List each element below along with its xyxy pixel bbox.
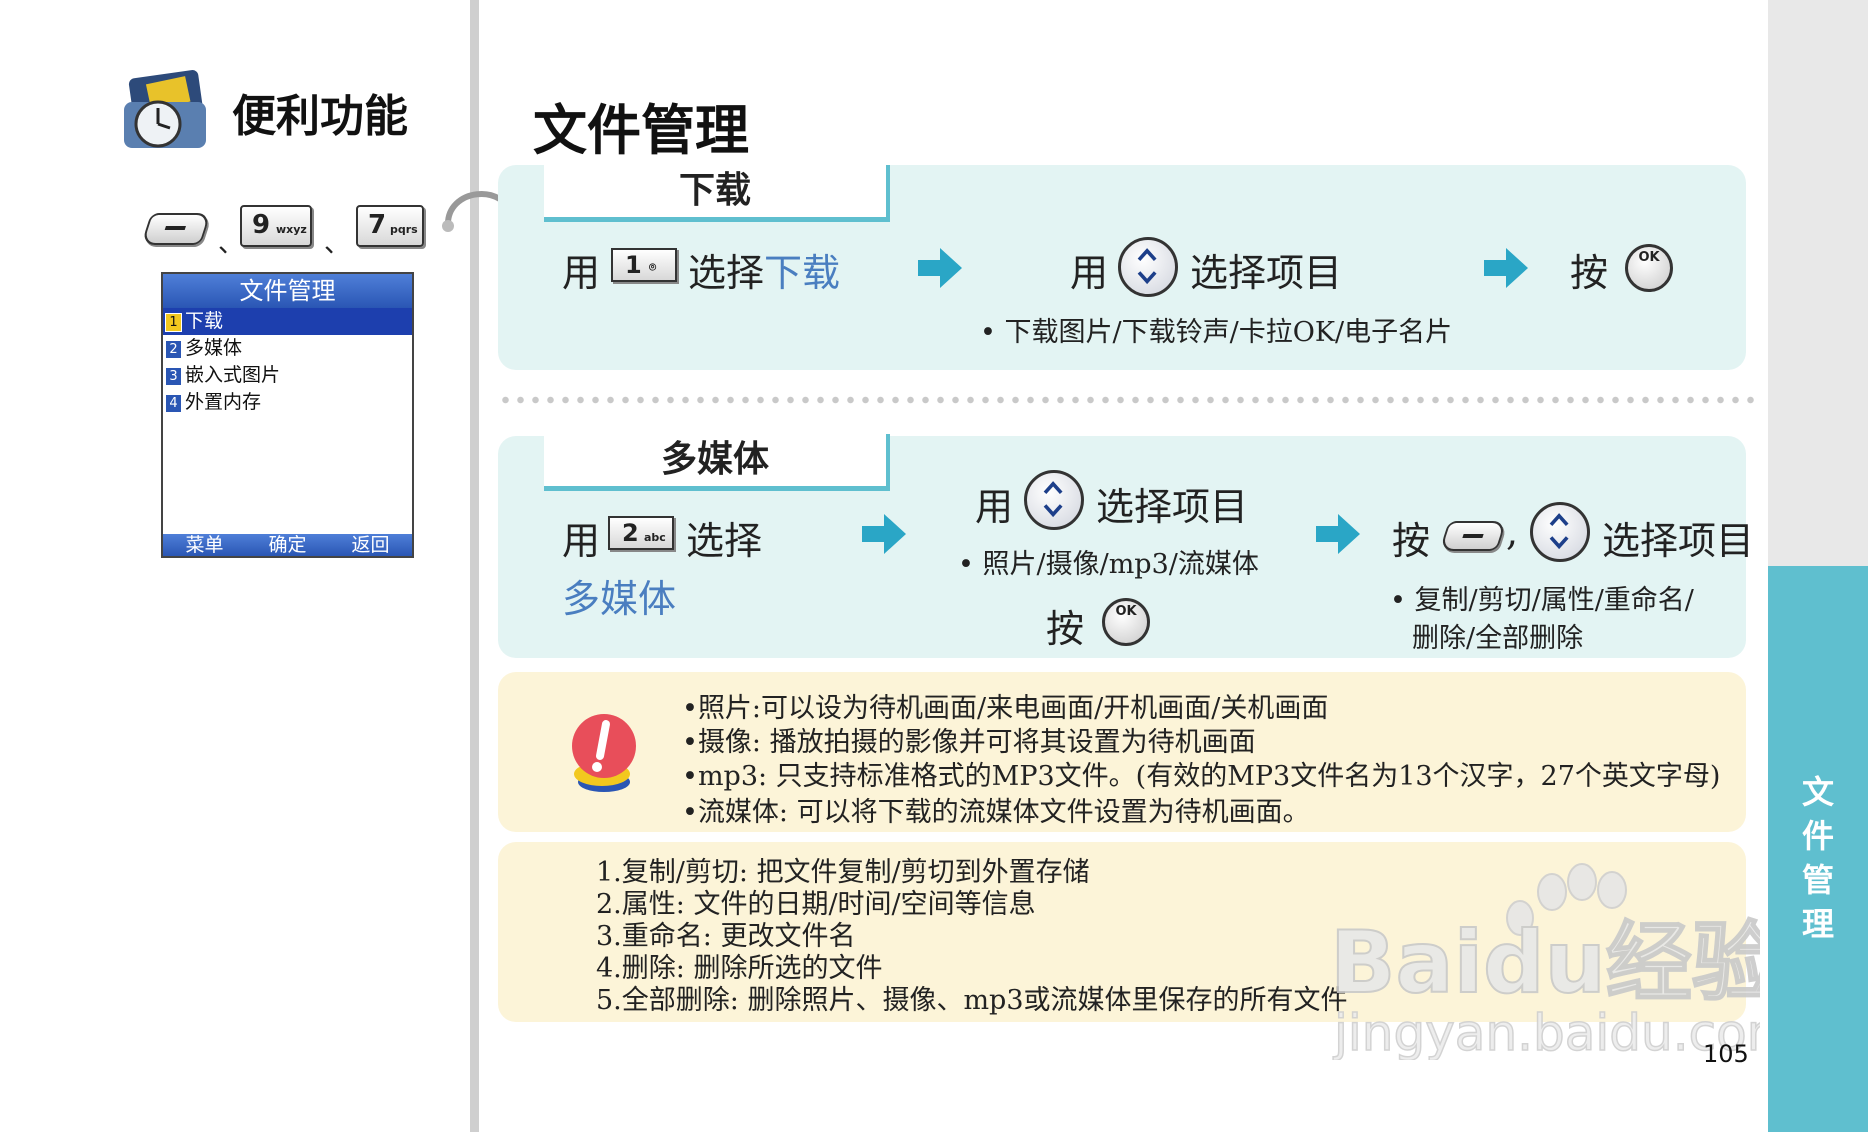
download-options-note: • 下载图片/下载铃声/卡拉OK/电子名片 (980, 317, 1453, 348)
arrow-right-icon (1316, 514, 1360, 554)
column-divider (470, 0, 479, 1132)
page-number: 105 (1703, 1040, 1749, 1068)
tip-item: •mp3: 只支持标准格式的MP3文件。(有效的MP3文件名为13个汉字，27个… (682, 761, 1721, 792)
tips-box (498, 672, 1746, 832)
baidu-watermark-logo: Baidu经验 jingyan.baidu.com (1329, 863, 1760, 1060)
key-2-icon: 2 abc (608, 516, 674, 550)
nav-key-icon (1118, 237, 1178, 297)
text-step3: 选择项目 (1602, 519, 1755, 563)
tip-item: •摄像: 播放拍摄的影像并可将其设置为待机画面 (682, 727, 1256, 758)
soft-key-icon (140, 213, 212, 245)
key-1-icon: 1 ⌾ (611, 248, 677, 282)
ok-key-icon: OK (1102, 598, 1150, 646)
nav-key-icon (1024, 470, 1084, 530)
definition-item: 2.属性: 文件的日期/时间/空间等信息 (596, 889, 1036, 920)
multimedia-tab: 多媒体 (544, 434, 890, 491)
key-9-icon: 9 wxyz (240, 205, 312, 247)
multimedia-options-note: • 照片/摄像/mp3/流媒体 (958, 549, 1259, 580)
separator: 、 (218, 229, 245, 259)
arrow-right-icon (1484, 248, 1528, 288)
text-press: 按 (1046, 607, 1085, 651)
arrow-right-icon (918, 248, 962, 288)
soft-key-icon (1439, 521, 1507, 551)
text-press: 按 (1570, 251, 1609, 295)
text-step2: 选择项目 (1190, 251, 1343, 295)
text-use: 用 (975, 485, 1014, 529)
text-step2: 选择项目 (1096, 485, 1249, 529)
key-7-icon: 7 pqrs (356, 205, 424, 247)
svg-text:Baidu经验: Baidu经验 (1330, 913, 1760, 1013)
tip-item: •流媒体: 可以将下载的流媒体文件设置为待机画面。 (682, 797, 1310, 828)
multimedia-actions-note-2: 删除/全部删除 (1412, 623, 1584, 654)
text-select: 选择 (686, 519, 763, 563)
arrow-right-icon (862, 514, 906, 554)
side-tab (1768, 566, 1868, 1132)
dotted-divider (498, 396, 1758, 404)
side-tab-label: 文件管理 (1801, 773, 1834, 943)
phone-screen-title: 文件管理 (163, 274, 412, 308)
text-use: 用 (562, 519, 601, 563)
download-tab: 下载 (544, 165, 890, 222)
text-use: 用 (562, 251, 601, 295)
briefcase-clock-icon (124, 70, 206, 148)
definition-item: 4.删除: 删除所选的文件 (596, 953, 883, 984)
multimedia-actions-note: • 复制/剪切/属性/重命名/ (1390, 585, 1694, 616)
text-select-target: 多媒体 (562, 577, 677, 621)
definition-item: 1.复制/剪切: 把文件复制/剪切到外置存储 (596, 857, 1090, 888)
definitions-box (498, 842, 1746, 1022)
tip-item: •照片:可以设为待机画面/来电画面/开机画面/关机画面 (682, 693, 1329, 724)
svg-text:jingyan.baidu.com: jingyan.baidu.com (1333, 1004, 1760, 1060)
warning-icon (572, 714, 636, 792)
ok-key-icon: OK (1625, 244, 1673, 292)
page-title: 文件管理 (533, 99, 749, 162)
text-use: 用 (1070, 251, 1109, 295)
definition-item: 3.重命名: 更改文件名 (596, 921, 856, 952)
text-select: 选择下载 (688, 251, 841, 295)
nav-key-icon (1530, 502, 1590, 562)
section-title: 便利功能 (232, 91, 408, 142)
separator: 、 (324, 229, 351, 259)
phone-softkey-bar: 菜单确定返回 (163, 534, 412, 556)
text-press: 按 (1392, 519, 1431, 563)
definition-item: 5.全部删除: 删除照片、摄像、mp3或流媒体里保存的所有文件 (596, 985, 1348, 1016)
text-comma: , (1506, 510, 1519, 554)
